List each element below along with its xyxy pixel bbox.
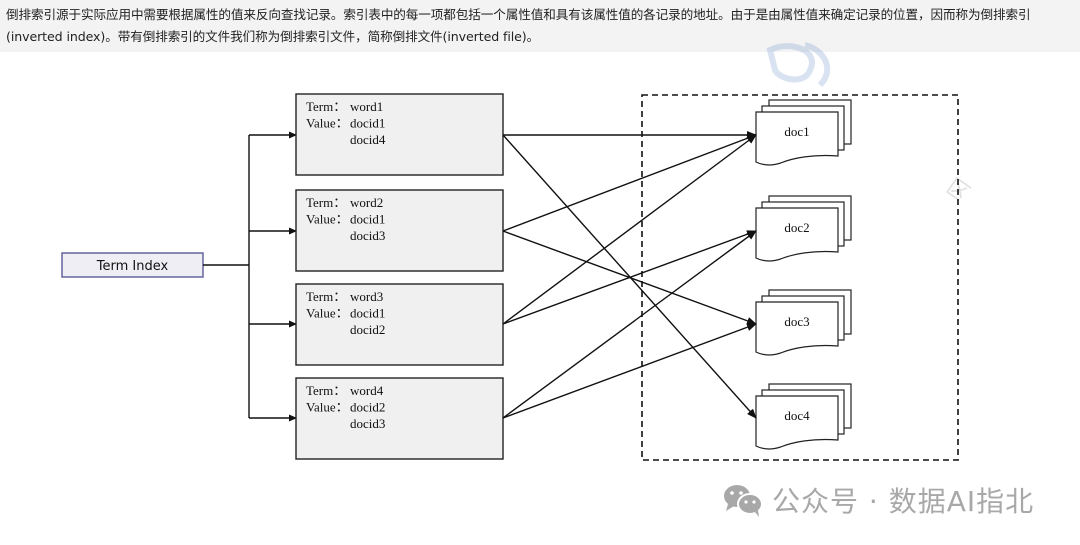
doc-label: doc4	[784, 408, 810, 423]
intro-paragraph: 倒排索引源于实际应用中需要根据属性的值来反向查找记录。索引表中的每一项都包括一个…	[6, 7, 1031, 44]
posting-docid: docid3	[350, 416, 385, 431]
doc-node-doc3: doc3	[755, 289, 852, 356]
edge-word3-doc1	[502, 134, 757, 325]
posting-docid: docid2	[350, 400, 385, 415]
value-label: Value：	[306, 400, 349, 415]
trunk-connector	[203, 135, 250, 418]
term-label: Term：	[306, 99, 346, 114]
value-label: Value：	[306, 306, 349, 321]
edge-word4-doc3	[502, 323, 757, 419]
doc-node-doc1: doc1	[755, 99, 852, 166]
edge-word2-doc1	[502, 134, 757, 232]
posting-docid: docid3	[350, 228, 385, 243]
edge-word1-doc4	[502, 134, 757, 419]
posting-edges	[502, 131, 757, 419]
term-value: word2	[350, 195, 383, 210]
value-label: Value：	[306, 212, 349, 227]
term-value: word1	[350, 99, 383, 114]
edge-word3-doc2	[502, 230, 757, 325]
doc-label: doc3	[784, 314, 809, 329]
doc-node-doc4: doc4	[755, 383, 852, 450]
doc-node-doc2: doc2	[755, 195, 852, 262]
footer-text: 公众号 · 数据AI指北	[772, 485, 1035, 518]
posting-docid: docid1	[350, 212, 385, 227]
value-label: Value：	[306, 116, 349, 131]
posting-docid: docid1	[350, 116, 385, 131]
term-value: word3	[350, 289, 383, 304]
branch-connectors	[249, 131, 297, 422]
posting-docid: docid1	[350, 306, 385, 321]
term-index-node: Term Index	[61, 252, 204, 278]
term-label: Term：	[306, 383, 346, 398]
term-label: Term：	[306, 195, 346, 210]
edge-word4-doc2	[502, 230, 757, 419]
term-index-label: Term Index	[96, 259, 169, 274]
term-label: Term：	[306, 289, 346, 304]
header-band: 倒排索引源于实际应用中需要根据属性的值来反向查找记录。索引表中的每一项都包括一个…	[0, 0, 1080, 52]
posting-docid: docid4	[350, 132, 386, 147]
posting-docid: docid2	[350, 322, 385, 337]
term-value: word4	[350, 383, 384, 398]
wechat-icon	[724, 485, 763, 517]
doc-label: doc2	[784, 220, 809, 235]
footer-brand: 公众号 · 数据AI指北	[722, 478, 1034, 522]
doc-label: doc1	[784, 124, 809, 139]
